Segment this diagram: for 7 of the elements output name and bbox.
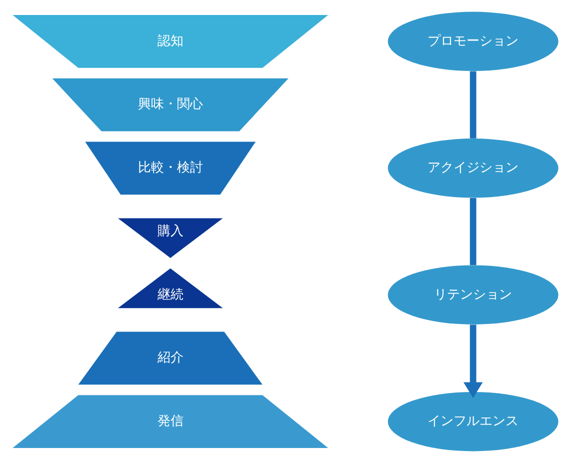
node-ellipse: アクイジション: [388, 138, 558, 198]
node-ellipse: リテンション: [388, 265, 558, 324]
node-ellipse: プロモーション: [388, 12, 558, 72]
node-ellipse: インフルエンス: [388, 392, 558, 452]
connector: [470, 198, 476, 266]
arrow: [464, 324, 483, 398]
connector: [470, 71, 476, 138]
